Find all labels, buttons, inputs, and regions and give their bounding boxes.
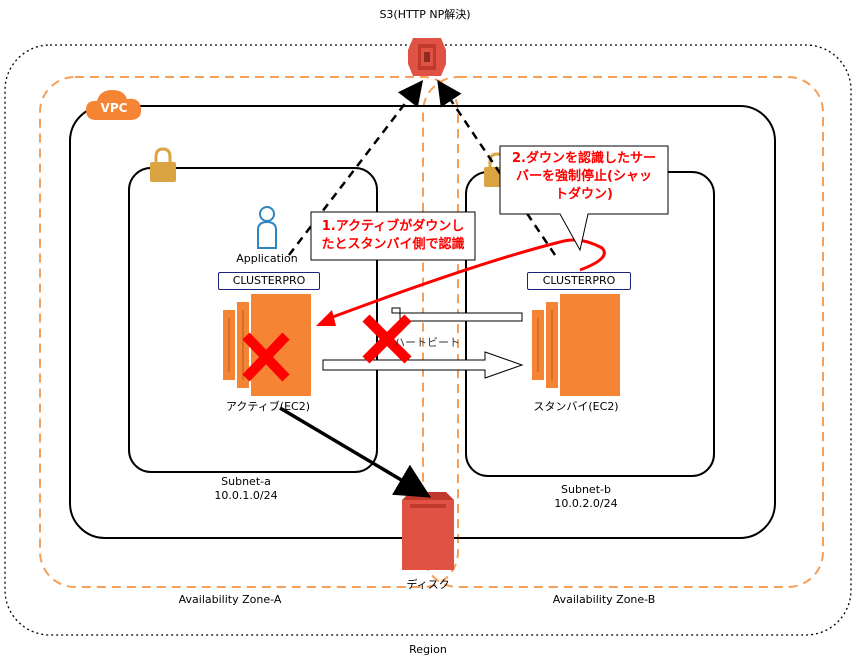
region-boundary	[4, 44, 852, 636]
az-a-label: Availability Zone-A	[178, 593, 282, 606]
callout-1-box	[310, 211, 476, 261]
clusterpro-standby-tag: CLUSTERPRO	[527, 272, 631, 290]
disk-label: ディスク	[406, 578, 450, 591]
ec2-standby-icon	[532, 294, 620, 396]
az-a-boundary	[39, 76, 459, 588]
standby-ec2-label: スタンバイ(EC2)	[533, 400, 619, 413]
active-ec2-label: アクティブ(EC2)	[225, 400, 310, 413]
callout-2-line-2: バーを強制停止(シャッ	[516, 169, 652, 184]
subnet-a-lock-icon	[150, 147, 176, 182]
subnet-a-cidr: 10.0.1.0/24	[214, 489, 278, 502]
failover-red-arrow	[316, 238, 606, 326]
callout-2-line-3: トダウン)	[555, 187, 613, 202]
application-user-icon	[257, 206, 277, 249]
s3-bucket-icon	[408, 38, 446, 76]
callout-2-line-1: 2.ダウンを認識したサー	[512, 151, 656, 166]
vpc-cloud-icon	[86, 90, 142, 120]
heartbeat-arrow-left	[391, 307, 523, 322]
subnet-b-name: Subnet-b	[561, 483, 611, 496]
az-b-boundary	[422, 76, 824, 588]
application-label: Application	[236, 252, 298, 265]
s3-label: S3(HTTP NP解決)	[379, 8, 471, 21]
callout-1-line-1: 1.アクティブがダウンし	[321, 219, 465, 234]
callout-1-text: 1.アクティブがダウンし たとスタンバイ側で認識	[312, 218, 474, 254]
heartbeat-arrow-right	[322, 351, 524, 379]
standby-to-s3-arrow	[437, 79, 557, 256]
subnet-a-name: Subnet-a	[221, 475, 271, 488]
heartbeat-label: ハートビート	[394, 336, 460, 349]
callout-2-box	[499, 145, 669, 252]
active-to-disk-arrow	[279, 406, 432, 498]
vpc-badge: VPC	[100, 101, 128, 115]
subnet-b-cidr: 10.0.2.0/24	[554, 497, 618, 510]
callout-2-text: 2.ダウンを認識したサー バーを強制停止(シャッ トダウン)	[501, 150, 667, 204]
az-b-label: Availability Zone-B	[552, 593, 656, 606]
region-label: Region	[409, 643, 447, 656]
subnet-a-box	[128, 167, 378, 473]
clusterpro-active-tag: CLUSTERPRO	[218, 272, 320, 290]
callout-1-line-2: たとスタンバイ側で認識	[321, 237, 465, 252]
heartbeat-failed-cross-icon	[362, 314, 412, 364]
disk-icon	[402, 492, 454, 570]
active-failed-cross-icon	[242, 332, 290, 382]
ec2-active-icon	[223, 294, 311, 396]
